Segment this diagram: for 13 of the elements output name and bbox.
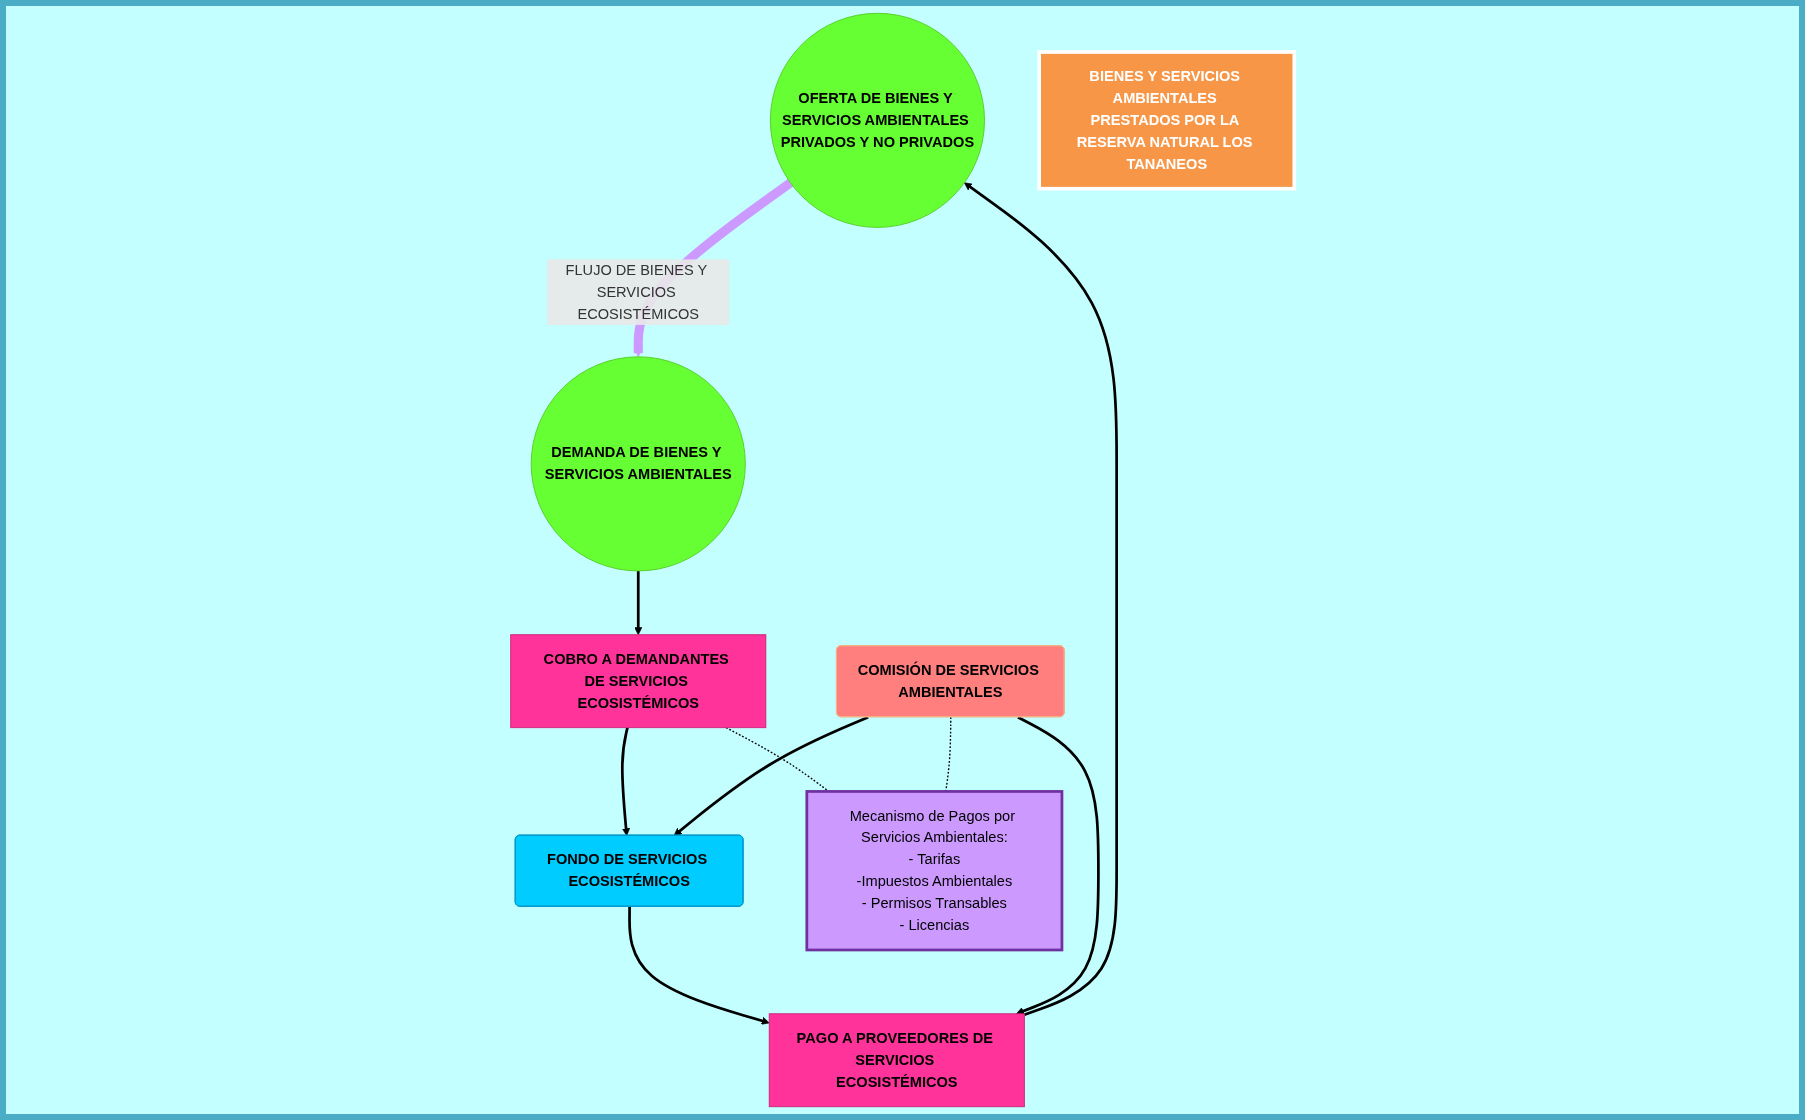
node-circle: DEMANDA DE BIENES Y SERVICIOS AMBIENTALES [530,356,746,572]
node-box: COBRO A DEMANDANTES DE SERVICIOS ECOSISTÉMICOS [510,634,767,729]
arrow [1016,715,1100,1015]
node-box: Mecanismo de Pagos por Servicios Ambientales: - Tarifas -Impuestos Ambientales - Permisos Transables - Licencias [805,790,1064,952]
arrow [620,727,631,836]
node-box: PAGO A PROVEEDORES DE SERVICIOS ECOSISTÉMICOS [768,1013,1025,1108]
arrow [673,715,869,836]
arrow [964,182,1118,1017]
node-circle: OFERTA DE BIENES Y SERVICIOS AMBIENTALES PRIVADOS Y NO PRIVADOS [769,12,985,228]
node-box: BIENES Y SERVICIOS AMBIENTALES PRESTADOS POR LA RESERVA NATURAL LOS TANANEOS [1037,50,1297,191]
edge-label: FLUJO DE BIENES Y SERVICIOS ECOSISTÉMICOS [565,262,707,322]
arrow [628,906,770,1025]
arrow [634,570,643,636]
